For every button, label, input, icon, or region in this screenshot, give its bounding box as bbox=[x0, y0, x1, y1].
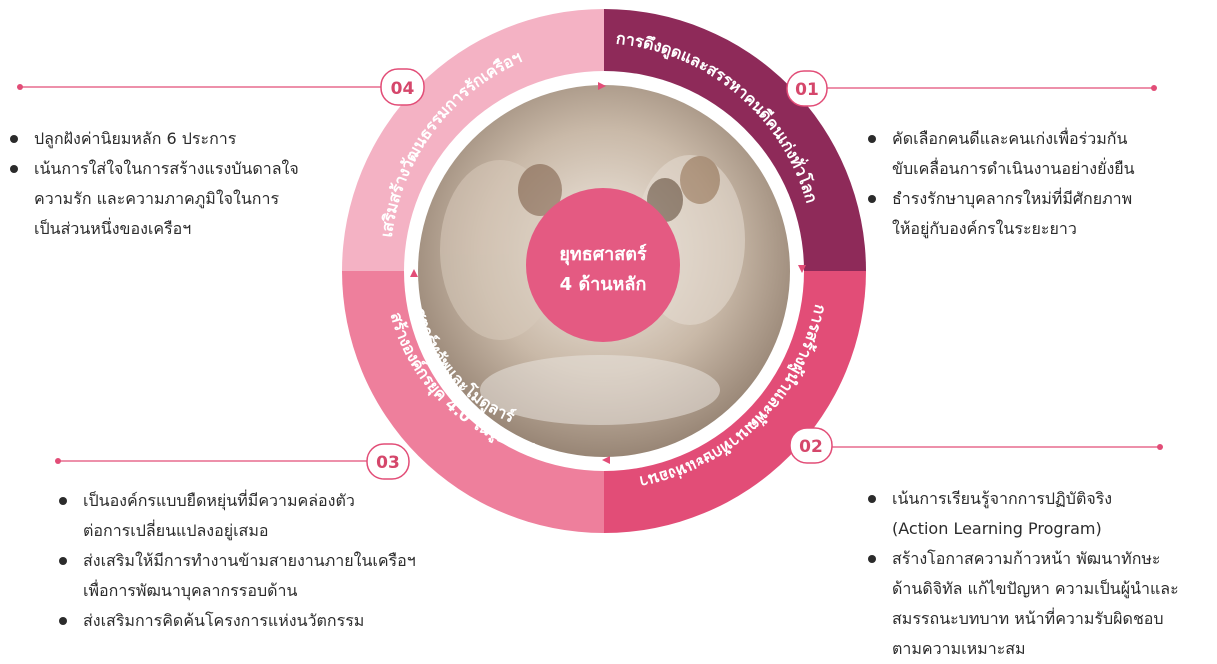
bullet-text: ตามความเหมาะสม bbox=[892, 639, 1026, 658]
bullet-text: สมรรถนะบทบาท หน้าที่ความรับผิดชอบ bbox=[892, 609, 1164, 628]
bullet-item: เป็นองค์กรแบบยืดหยุ่นที่มีความคล่องตัวต่… bbox=[57, 486, 416, 546]
svg-text:04: 04 bbox=[391, 79, 415, 99]
arrow-top bbox=[598, 82, 606, 90]
bullet-item: ส่งเสริมการคิดค้นโครงการแห่งนวัตกรรม bbox=[57, 606, 416, 636]
badge-02: 02 bbox=[789, 427, 833, 464]
bullet-item: ส่งเสริมให้มีการทำงานข้ามสายงานภายในเครื… bbox=[57, 546, 416, 606]
arrow-left bbox=[410, 269, 418, 277]
bullet-text: เป็นองค์กรแบบยืดหยุ่นที่มีความคล่องตัว bbox=[83, 491, 355, 510]
track-arrows bbox=[410, 82, 806, 464]
bullets-01: คัดเลือกคนดีและคนเก่งเพื่อร่วมกันขับเคลื… bbox=[866, 124, 1135, 244]
bullet-item: ปลูกฝังค่านิยมหลัก 6 ประการ bbox=[8, 124, 299, 154]
connector-lines bbox=[20, 86, 1160, 462]
bullet-text: เน้นการใส่ใจในการสร้างแรงบันดาลใจ bbox=[34, 159, 299, 178]
center-circle bbox=[526, 188, 680, 342]
center-subtitle: 4 ด้านหลัก bbox=[560, 274, 647, 295]
badge-03: 03 bbox=[366, 443, 410, 480]
bullet-item: คัดเลือกคนดีและคนเก่งเพื่อร่วมกันขับเคลื… bbox=[866, 124, 1135, 184]
bullet-item: เน้นการเรียนรู้จากการปฏิบัติจริง (Action … bbox=[866, 484, 1179, 544]
bullet-text: ความรัก และความภาคภูมิใจในการ bbox=[34, 189, 280, 208]
bullet-item: สร้างโอกาสความก้าวหน้า พัฒนาทักษะด้านดิจ… bbox=[866, 544, 1179, 664]
badge-04: 04 bbox=[380, 68, 425, 106]
bullet-text: ส่งเสริมให้มีการทำงานข้ามสายงานภายในเครื… bbox=[83, 551, 416, 570]
bullet-text: ธำรงรักษาบุคลากรใหม่ที่มีศักยภาพ bbox=[892, 189, 1133, 208]
bullet-text: ด้านดิจิทัล แก้ไขปัญหา ความเป็นผู้นำและ bbox=[892, 579, 1179, 598]
center-title: ยุทธศาสตร์ bbox=[559, 243, 647, 266]
svg-text:03: 03 bbox=[376, 453, 400, 473]
bullet-text: ต่อการเปลี่ยนแปลงอยู่เสมอ bbox=[83, 521, 269, 540]
bullet-text: ส่งเสริมการคิดค้นโครงการแห่งนวัตกรรม bbox=[83, 611, 365, 630]
bullet-text: เป็นส่วนหนึ่งของเครือฯ bbox=[34, 219, 192, 238]
bullets-02: เน้นการเรียนรู้จากการปฏิบัติจริง (Action … bbox=[866, 484, 1179, 664]
bullet-text: ปลูกฝังค่านิยมหลัก 6 ประการ bbox=[34, 129, 237, 148]
bullet-text: ให้อยู่กับองค์กรในระยะยาว bbox=[892, 219, 1077, 238]
bullet-text: คัดเลือกคนดีและคนเก่งเพื่อร่วมกัน bbox=[892, 129, 1128, 148]
bullets-04: ปลูกฝังค่านิยมหลัก 6 ประการเน้นการใส่ใจใ… bbox=[8, 124, 299, 244]
arrow-right bbox=[798, 265, 806, 273]
svg-text:01: 01 bbox=[795, 80, 819, 100]
bullet-text: สร้างโอกาสความก้าวหน้า พัฒนาทักษะ bbox=[892, 549, 1161, 568]
bullet-text: เพื่อการพัฒนาบุคลากรรอบด้าน bbox=[83, 581, 298, 600]
bullet-text: เน้นการเรียนรู้จากการปฏิบัติจริง bbox=[892, 489, 1113, 508]
bullet-text: ขับเคลื่อนการดำเนินงานอย่างยั่งยืน bbox=[892, 159, 1135, 178]
bullets-03: เป็นองค์กรแบบยืดหยุ่นที่มีความคล่องตัวต่… bbox=[57, 486, 416, 636]
bullet-text: (Action Learning Program) bbox=[892, 519, 1102, 538]
arrow-bottom bbox=[602, 456, 610, 464]
connector-dots bbox=[17, 84, 1163, 464]
badge-01: 01 bbox=[786, 70, 828, 107]
bullet-item: ธำรงรักษาบุคลากรใหม่ที่มีศักยภาพให้อยู่ก… bbox=[866, 184, 1135, 244]
bullet-item: เน้นการใส่ใจในการสร้างแรงบันดาลใจความรัก… bbox=[8, 154, 299, 244]
svg-text:02: 02 bbox=[799, 437, 823, 457]
